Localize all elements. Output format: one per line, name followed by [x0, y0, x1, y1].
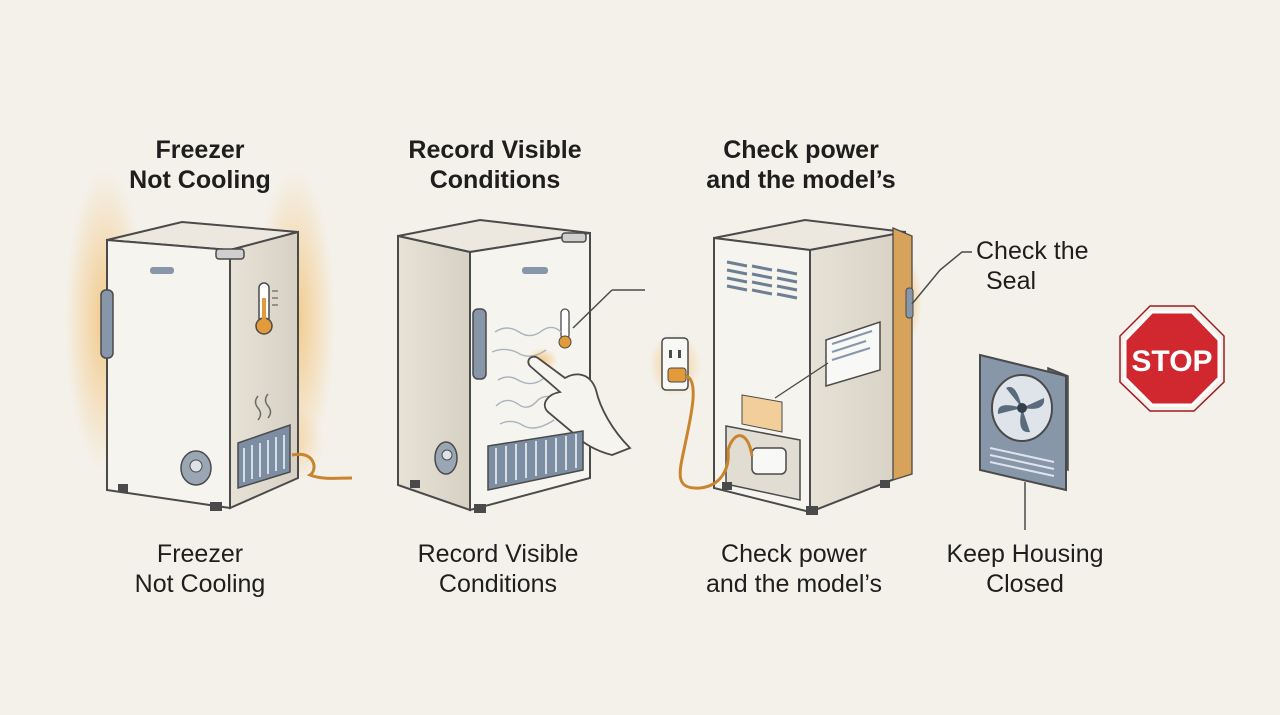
thermometer-icon — [255, 282, 278, 335]
freezer-frost-illustration — [397, 218, 645, 513]
fan-icon — [997, 386, 1045, 433]
fan-housing-illustration — [979, 353, 1069, 530]
freezer-back-illustration — [649, 218, 922, 515]
seal-callout-line — [911, 251, 972, 305]
stop-sign-text: STOP — [1131, 345, 1212, 378]
freezer-not-cooling-illustration — [65, 170, 353, 511]
stop-sign-icon: STOP — [1119, 305, 1225, 412]
wall-outlet-icon — [649, 333, 701, 397]
